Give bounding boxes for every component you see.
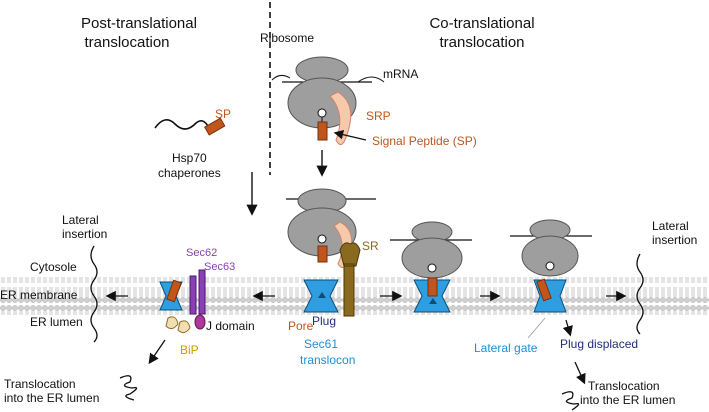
co-translational-heading: Co-translational [429,15,534,32]
sr-label: SR [362,239,379,253]
left-lateral-label: Lateral [62,213,99,227]
post-translational-heading-2: translocation [84,34,169,51]
right-translocation-label: Translocation [588,379,660,393]
chaperones-label: chaperones [158,166,221,180]
left-folded-protein [119,375,138,401]
bip-label: BiP [180,343,199,357]
right-folded-protein [561,391,580,411]
translocon-label: translocon [300,353,355,367]
post-sec61-complex [159,269,206,334]
sec62-label: Sec62 [186,247,217,259]
right-inserted-chain [636,253,644,335]
plug-label: Plug [312,314,336,328]
lateral-gate-label: Lateral gate [474,341,538,355]
co-stage2-complex [390,221,472,313]
er-membrane-label: ER membrane [0,288,78,302]
sr-receptor [339,242,361,317]
sec62-bar [189,275,197,315]
hsp70-chaperone-chain [154,117,226,136]
j-domain-label: J domain [206,319,255,333]
plug-shape [318,292,326,298]
sec63-bar [198,269,206,315]
cytosole-label: Cytosole [30,260,77,274]
sec63-label: Sec63 [204,261,235,273]
ribosome-label: Ribosome [260,31,314,45]
ribosome-srp-complex [271,56,385,146]
plug-displaced-label: Plug displaced [560,337,638,351]
right-translocation-label-2: into the ER lumen [580,393,675,407]
sec61-label: Sec61 [304,337,338,351]
bip-shape [165,316,191,334]
co-stage3-complex [510,219,592,313]
right-lateral-label: Lateral [652,219,689,233]
srp-particle [329,91,352,146]
left-translocation-label: Translocation [4,377,76,391]
right-insertion-label: insertion [652,233,697,247]
co-translational-heading-2: translocation [439,34,524,51]
j-domain-shape [194,314,206,330]
srp-label: SRP [366,109,391,123]
co-stage1-complex [286,188,376,317]
left-inserted-chain [90,245,98,343]
signal-peptide [317,121,328,141]
er-lumen-label: ER lumen [30,315,83,329]
post-translational-heading: Post-translational [81,15,197,32]
left-translocation-label-2: into the ER lumen [4,391,99,405]
pore-label: Pore [288,319,314,333]
mrna-label: mRNA [383,67,418,81]
left-insertion-label: insertion [62,227,107,241]
hsp70-label: Hsp70 [172,151,207,165]
sp-label: SP [215,107,231,121]
signal-peptide-label: Signal Peptide (SP) [372,134,477,148]
